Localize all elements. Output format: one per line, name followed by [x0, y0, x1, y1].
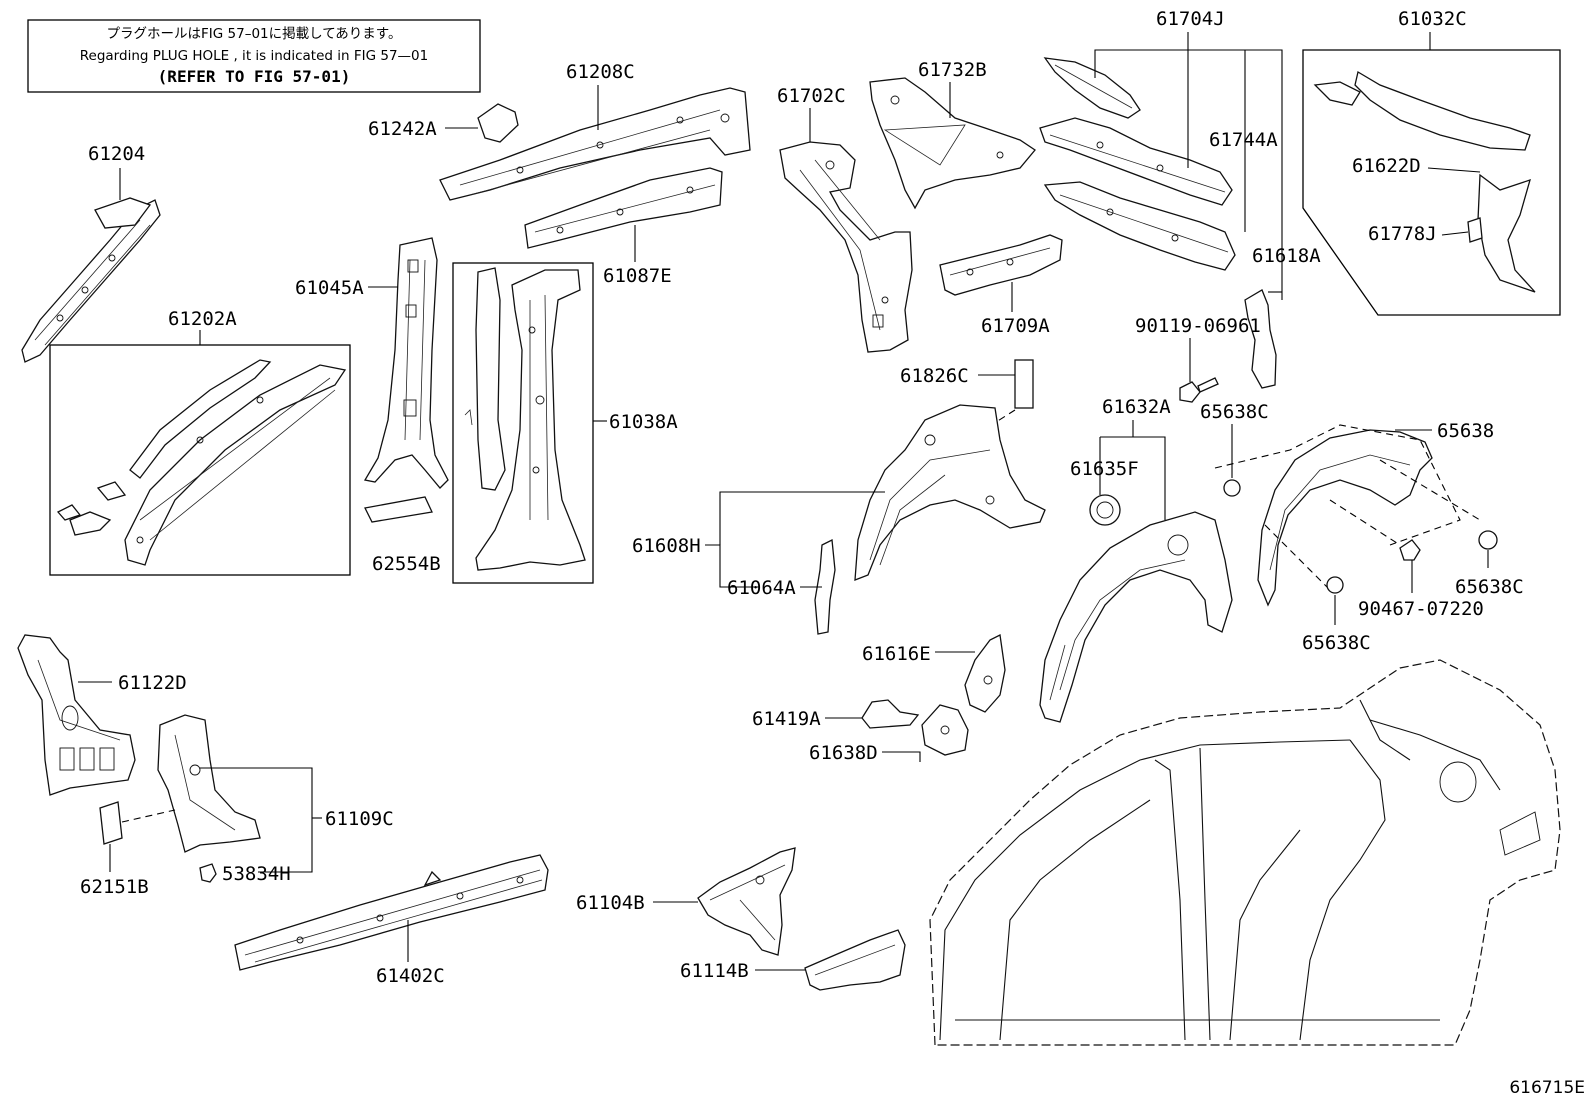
label-90119-06961: 90119-06961 [1135, 315, 1261, 337]
part-61402C [234, 854, 549, 971]
side-body-panel-outline [929, 659, 1561, 1046]
label-61242A: 61242A [368, 118, 437, 140]
part-61635F [1089, 494, 1121, 526]
part-61122D [17, 634, 136, 796]
dash-62151B [121, 809, 176, 823]
label-61045A: 61045A [295, 277, 364, 299]
part-61704J-upper [1043, 57, 1141, 119]
label-61702C: 61702C [777, 85, 846, 107]
label-65638C-upper: 65638C [1200, 401, 1269, 423]
part-65638-liner [1257, 429, 1433, 607]
dash-65638 [1214, 424, 1481, 591]
part-61087E [524, 167, 723, 249]
part-65638C-right [1478, 530, 1498, 550]
label-61122D: 61122D [118, 672, 187, 694]
label-61638D: 61638D [809, 742, 878, 764]
part-61064A [814, 538, 836, 635]
label-65638C-lower: 65638C [1302, 632, 1371, 654]
part-61632A [1039, 511, 1233, 723]
part-61704J-main [1039, 117, 1233, 206]
part-61202A-assembly [56, 359, 347, 566]
note-english: Regarding PLUG HOLE , it is indicated in… [80, 48, 428, 64]
label-61608H: 61608H [632, 535, 701, 557]
part-62151B [99, 801, 123, 845]
part-61204 [21, 197, 161, 363]
part-62554B [364, 496, 433, 523]
part-61618A [1244, 289, 1277, 389]
note-japanese: プラグホールはFIG 57–01に掲載してあります。 [107, 26, 402, 42]
part-61732B [869, 77, 1036, 210]
part-61208C [439, 87, 751, 201]
leader-61608H-61064A [705, 544, 760, 588]
part-61242A [477, 103, 519, 143]
label-61704J: 61704J [1156, 8, 1225, 30]
part-61826C [1014, 359, 1034, 409]
part-61638D [921, 704, 969, 756]
label-61778J: 61778J [1368, 223, 1437, 245]
part-61109C [157, 714, 261, 853]
part-61622D [1477, 173, 1536, 293]
label-61419A: 61419A [752, 708, 821, 730]
leader-61638D [882, 751, 921, 762]
part-61744A [1043, 181, 1236, 271]
figure-id: 616715E [1509, 1078, 1585, 1098]
label-62151B: 62151B [80, 876, 149, 898]
label-61732B: 61732B [918, 59, 987, 81]
part-65638C-lower [1326, 576, 1344, 594]
part-61709A [939, 234, 1063, 296]
label-62554B: 62554B [372, 553, 441, 575]
note-reference: (REFER TO FIG 57-01) [158, 67, 351, 86]
part-61778J [1467, 217, 1483, 243]
label-61109C: 61109C [325, 808, 394, 830]
label-61635F: 61635F [1070, 458, 1139, 480]
leader-61778J [1441, 231, 1469, 236]
label-61622D: 61622D [1352, 155, 1421, 177]
label-61032C: 61032C [1398, 8, 1467, 30]
label-61064A: 61064A [727, 577, 796, 599]
label-65638C-right: 65638C [1455, 576, 1524, 598]
part-61419A [861, 699, 920, 729]
part-53834H [199, 863, 217, 883]
part-90119-06961 [1179, 377, 1219, 403]
label-61632A: 61632A [1102, 396, 1171, 418]
label-61618A: 61618A [1252, 245, 1321, 267]
label-61087E: 61087E [603, 265, 672, 287]
part-61608H [854, 404, 1046, 581]
part-61032C-pillar [1313, 70, 1531, 151]
box-61038A [452, 262, 594, 584]
leader-61109C-bracket [200, 767, 313, 873]
label-61202A: 61202A [168, 308, 237, 330]
label-61616E: 61616E [862, 643, 931, 665]
part-90467-07220 [1399, 539, 1421, 561]
part-61616E [964, 634, 1006, 713]
part-61702C [779, 141, 913, 353]
plug-hole-note: プラグホールはFIG 57–01に掲載してあります。 Regarding PLU… [27, 19, 481, 93]
label-61744A: 61744A [1209, 129, 1278, 151]
label-53834H: 53834H [222, 863, 291, 885]
label-61208C: 61208C [566, 61, 635, 83]
label-61038A: 61038A [609, 411, 678, 433]
label-61104B: 61104B [576, 892, 645, 914]
label-61204: 61204 [88, 143, 145, 165]
part-61104B [697, 847, 796, 956]
label-61826C: 61826C [900, 365, 969, 387]
note-box [27, 19, 481, 93]
box-61032C [1302, 49, 1561, 316]
label-65638: 65638 [1437, 420, 1494, 442]
part-61045A [363, 237, 449, 489]
leader-61632A-bracket [1100, 436, 1166, 520]
part-65638C-upper [1223, 479, 1241, 497]
part-61114B [804, 929, 906, 991]
leader-61622D [1427, 167, 1481, 173]
label-61709A: 61709A [981, 315, 1050, 337]
label-61402C: 61402C [376, 965, 445, 987]
leader-61608H [719, 491, 885, 545]
part-61038A-pillar [464, 267, 586, 571]
label-90467-07220: 90467-07220 [1358, 598, 1484, 620]
label-61114B: 61114B [680, 960, 749, 982]
